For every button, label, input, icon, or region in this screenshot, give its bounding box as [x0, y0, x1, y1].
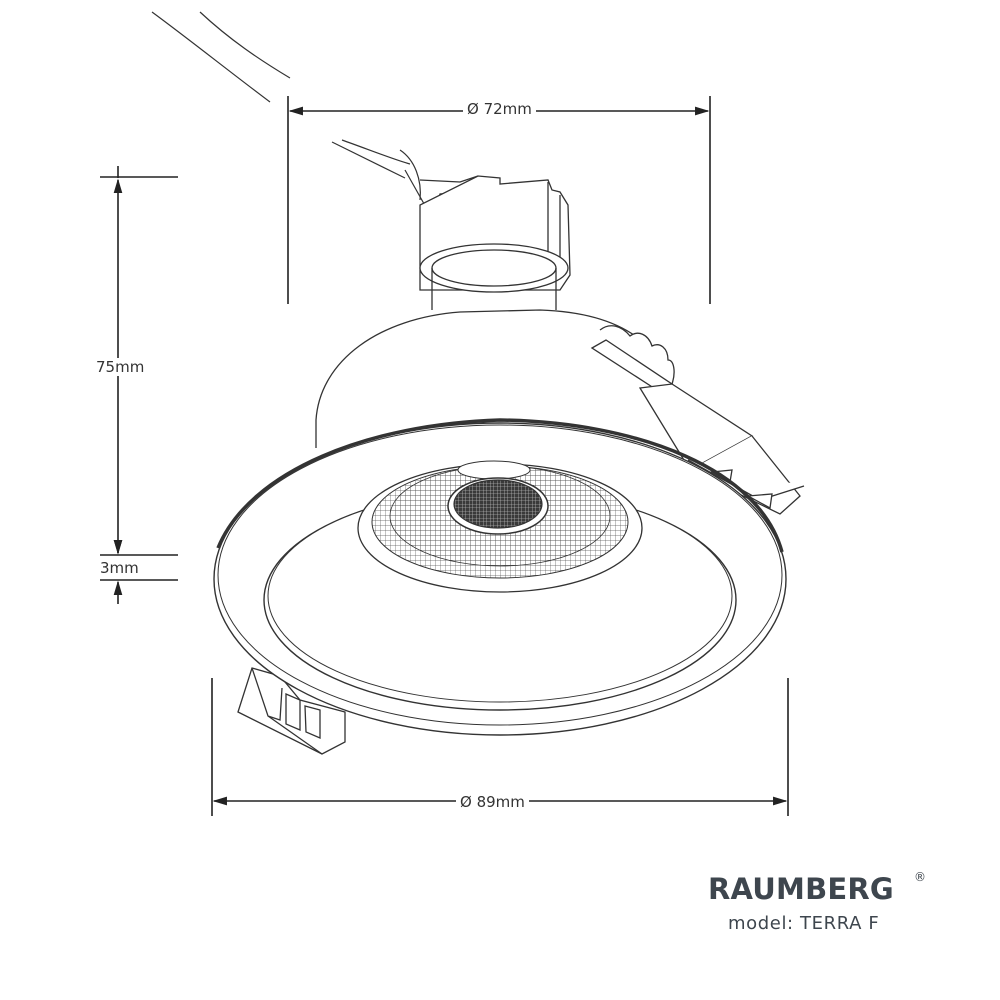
top-diameter-label: Ø 72mm [463, 100, 536, 118]
model-name: model: TERRA F [728, 913, 880, 934]
driver-housing [419, 175, 571, 310]
spring-clip-left [237, 667, 346, 755]
bottom-diameter-label: Ø 89mm [456, 793, 529, 811]
brand-name: RAUMBERG [708, 872, 894, 906]
rim-thickness-label: 3mm [100, 559, 139, 577]
reflector [357, 460, 643, 593]
dimension-lines [100, 96, 789, 816]
height-label: 75mm [96, 358, 145, 376]
power-cable [151, 11, 479, 220]
registered-mark: ® [914, 870, 926, 884]
